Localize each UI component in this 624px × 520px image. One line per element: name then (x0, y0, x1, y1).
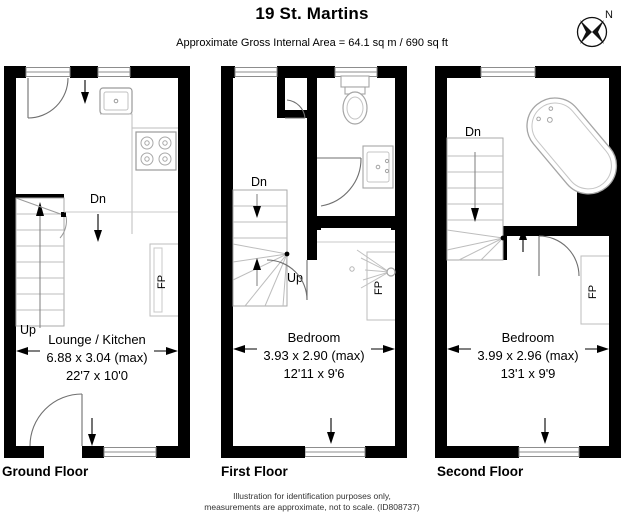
internal-partitions (277, 78, 395, 260)
room-metric-dimensions: 3.93 x 2.90 (max) (263, 348, 364, 363)
sink-fixture (99, 87, 133, 115)
staircase-ground (15, 194, 67, 328)
window-arrow-top (81, 80, 89, 104)
room-metric-dimensions: 6.88 x 3.04 (max) (46, 350, 147, 365)
room-dimension-block: Bedroom 3.99 x 2.96 (max) 13'1 x 9'9 (477, 330, 578, 381)
toilet-fixture (340, 75, 370, 125)
room-imperial-dimensions: 13'1 x 9'9 (501, 366, 556, 381)
stair-label-up: Up (20, 323, 36, 337)
room-imperial-dimensions: 22'7 x 10'0 (66, 368, 128, 383)
room-imperial-dimensions: 12'11 x 9'6 (283, 366, 344, 381)
washbasin-fixture (362, 145, 394, 189)
room-name: Bedroom (502, 330, 555, 345)
room-dimension-block: Bedroom 3.93 x 2.90 (max) 12'11 x 9'6 (263, 330, 364, 381)
room-metric-dimensions: 3.99 x 2.96 (max) (477, 348, 578, 363)
door-top-left (27, 77, 69, 119)
room-dimension-block: Lounge / Kitchen 6.88 x 3.04 (max) 22'7 … (46, 332, 147, 383)
door-bathroom (317, 157, 362, 207)
window-top-left (97, 67, 131, 77)
bathtub-fixture (526, 97, 618, 195)
plan-first-floor: Dn Up FP Bedroom 3.93 x 2.90 (max) 12'11… (221, 66, 407, 458)
room-name: Lounge / Kitchen (48, 332, 146, 347)
window-arrow-bottom (327, 418, 335, 444)
door-bedroom (266, 259, 308, 301)
page-title: 19 St. Martins (255, 4, 369, 23)
compass-rose-icon: N (572, 6, 620, 54)
shower-fixture (317, 226, 396, 289)
stair-label-down: Dn (465, 125, 481, 139)
disclaimer-line-1: Illustration for identification purposes… (233, 491, 391, 501)
fireplace-label: FP (156, 275, 168, 289)
floor-caption-ground: Ground Floor (2, 464, 89, 479)
fireplace-recess (149, 243, 178, 317)
fireplace-label: FP (373, 281, 385, 295)
fireplace-recess (580, 255, 609, 325)
stair-label-down: Dn (251, 175, 267, 189)
disclaimer-footer: Illustration for identification purposes… (0, 491, 624, 513)
window-bottom (518, 447, 580, 457)
door-entrance (29, 393, 83, 447)
dimension-arrows (233, 345, 395, 353)
door-closet (285, 99, 306, 119)
window-arrow-bottom (541, 418, 549, 444)
compass-north-label: N (605, 9, 613, 21)
stair-arrow-down (94, 214, 102, 242)
walls-ground (4, 66, 190, 458)
landing-arrow (519, 228, 527, 252)
window-bottom (103, 447, 157, 457)
hob-fixture (135, 131, 177, 171)
window-top-right (25, 67, 71, 77)
entry-arrow-bottom (88, 418, 96, 446)
plan-ground-floor: Dn Up FP Lounge / Kitchen 6.88 x 3.04 (m… (4, 66, 190, 458)
kitchen-worktop (100, 113, 178, 234)
gross-internal-area-note: Approximate Gross Internal Area = 64.1 s… (176, 37, 448, 49)
plan-second-floor: Dn FP Bedroom 3.99 x 2.96 (max) 13'1 x 9… (435, 66, 621, 458)
stair-label-up: Up (287, 271, 303, 285)
floor-caption-first: First Floor (221, 464, 288, 479)
room-name: Bedroom (288, 330, 341, 345)
dimension-arrows (447, 345, 609, 353)
door-bedroom (538, 235, 580, 277)
dimension-arrows (16, 347, 178, 355)
fireplace-recess (366, 251, 395, 321)
window-top (480, 67, 536, 77)
staircase-second (446, 137, 506, 261)
staircase-first (232, 189, 290, 307)
floor-caption-second: Second Floor (437, 464, 524, 479)
window-top-right (334, 67, 378, 77)
stair-label-down: Dn (90, 192, 106, 206)
window-bottom (304, 447, 366, 457)
walls-first (221, 66, 407, 458)
window-top-left (234, 67, 278, 77)
disclaimer-line-2: measurements are approximate, not to sca… (204, 502, 420, 512)
fireplace-label: FP (587, 285, 599, 299)
